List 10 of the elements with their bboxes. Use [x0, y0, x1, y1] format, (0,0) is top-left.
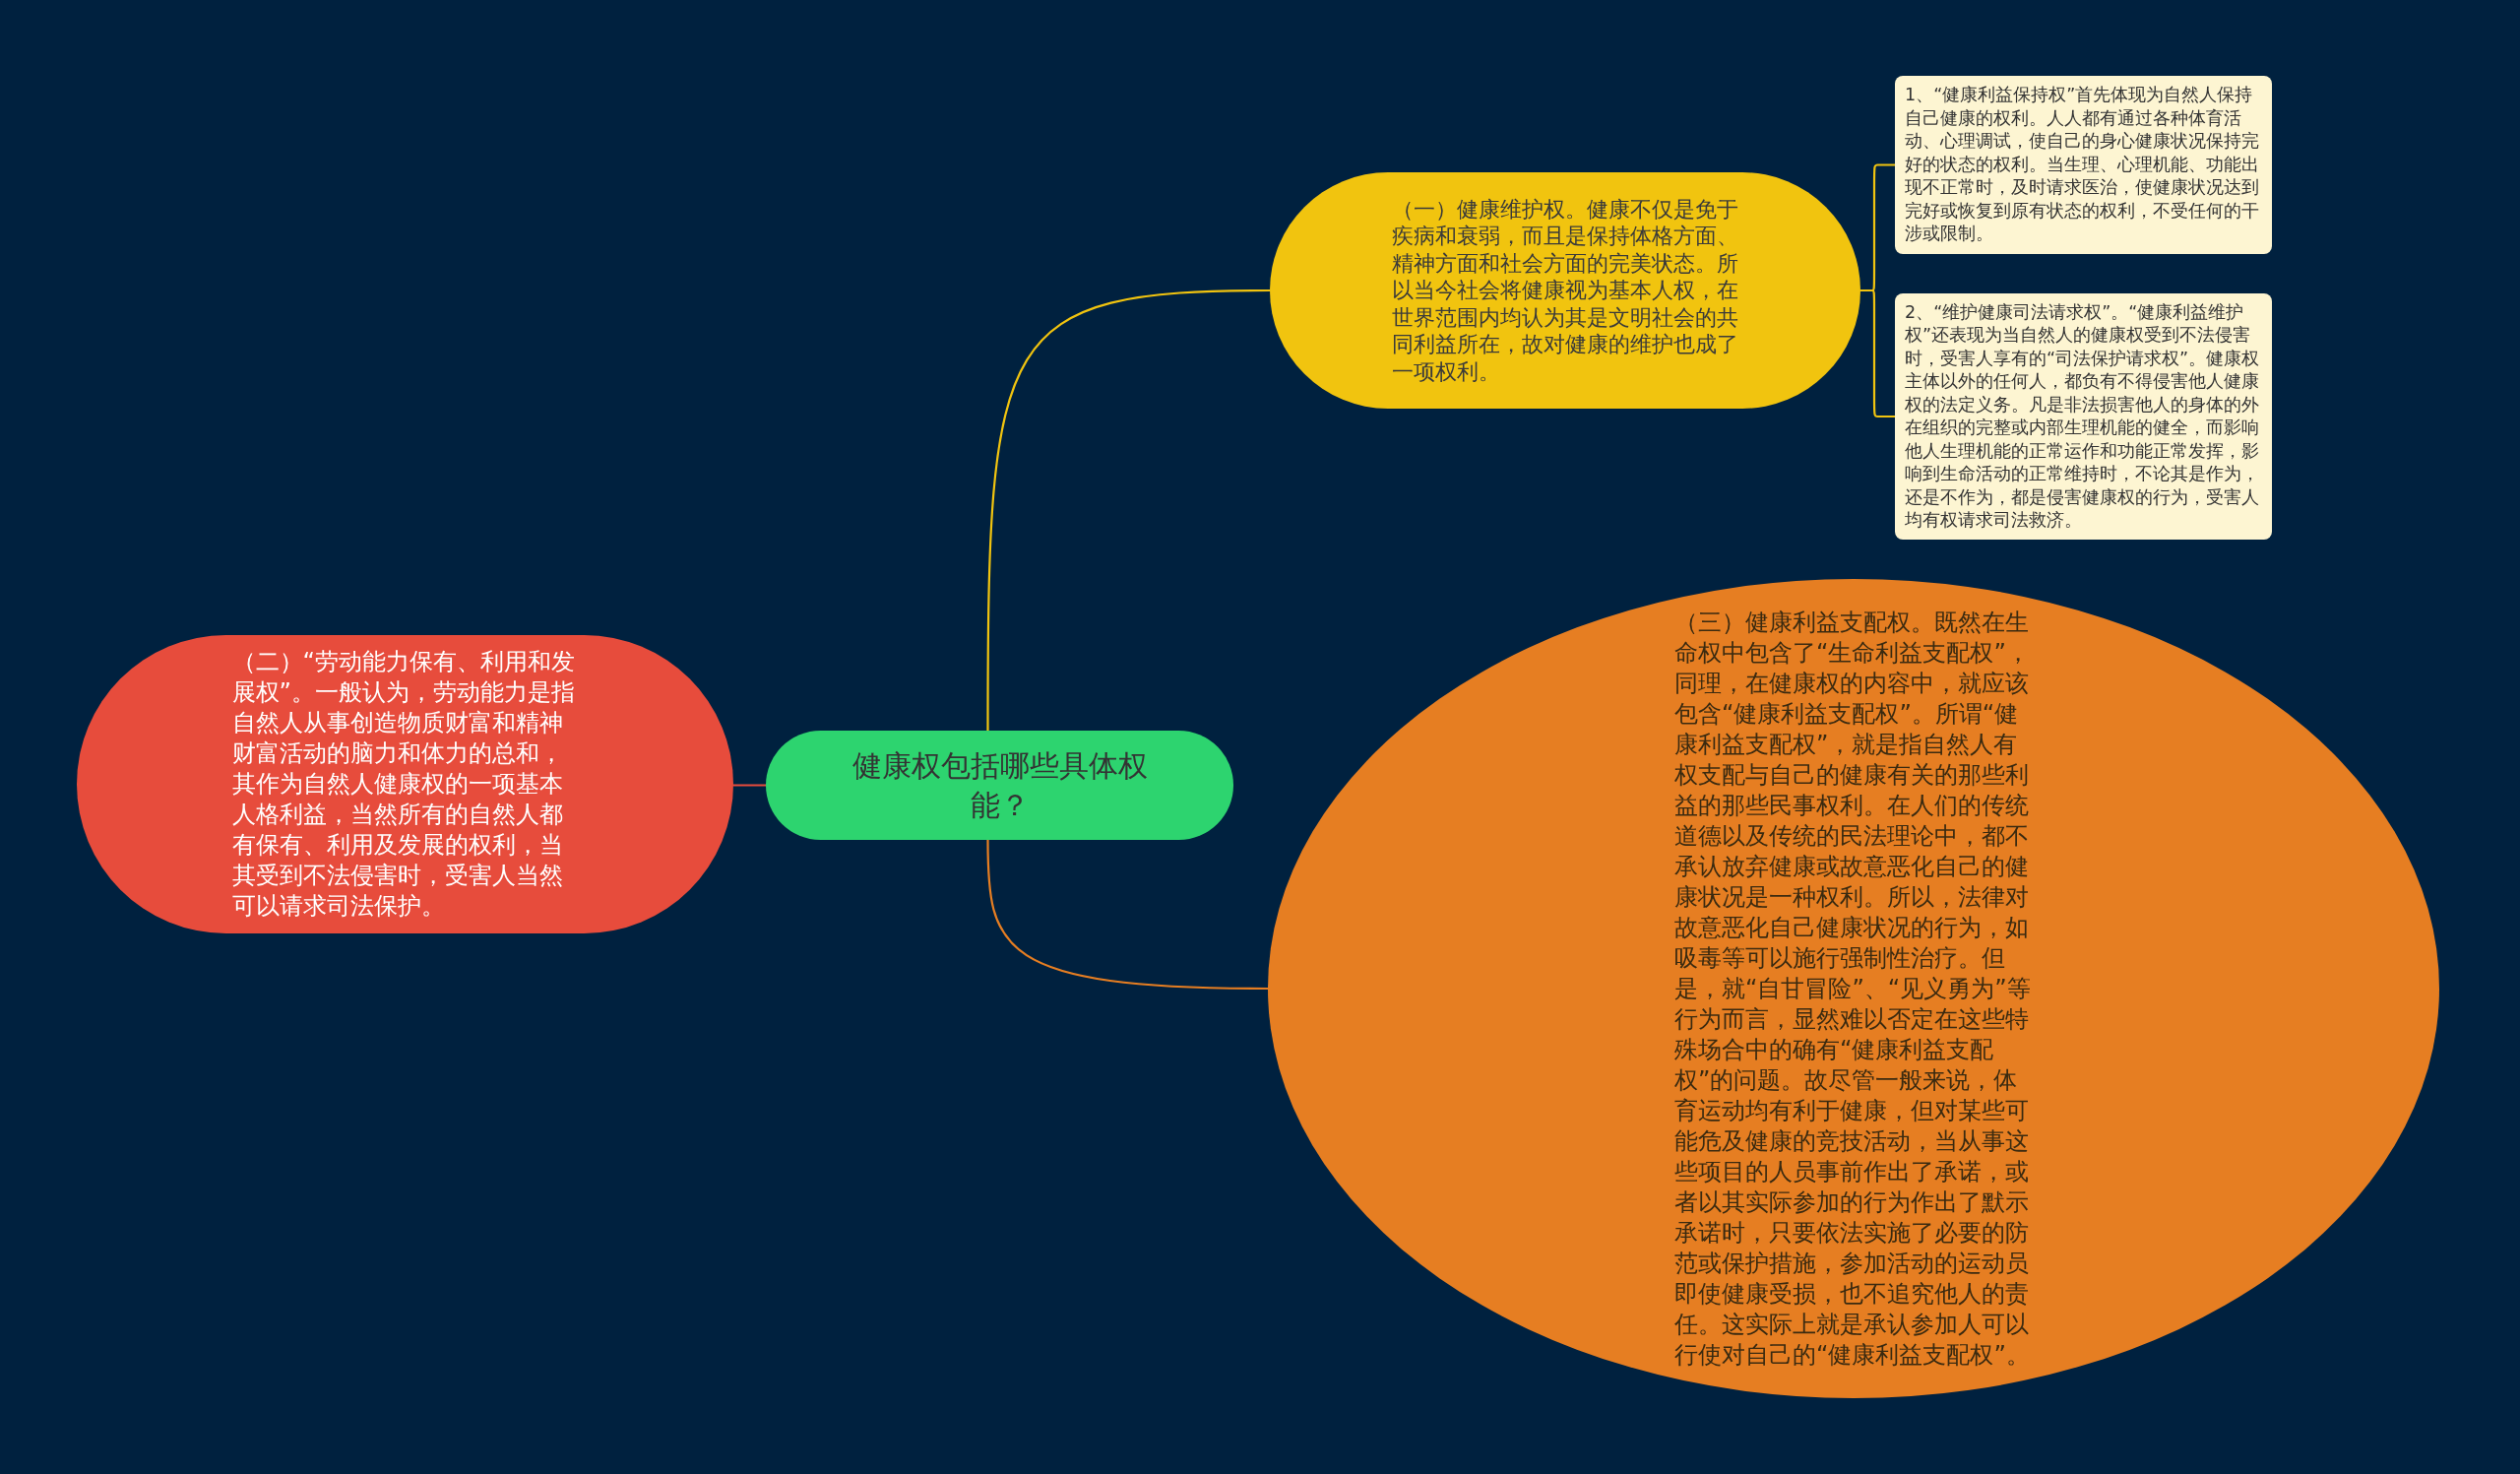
- node-text: 健康权包括哪些具体权能？: [850, 746, 1149, 824]
- node-text: （三）健康利益支配权。既然在生命权中包含了“生命利益支配权”，同理，在健康权的内容中，就应该包含“健康利益支配权”。所谓“健康利益支配权”，就是指自然人有权支配与自己的健康有关的那些利益的那些民事权利。在人们的传统道德以及传统的民法理论中，都不承认放弃健康或故意恶化自己的健康状况是一种权利。所以，法律对故意恶化自己健康状况的行为，如吸毒等可以施行强制性治疗。但是，就“自甘冒险”、“见义勇为”等行为而言，显然难以否定在这些特殊场合中的确有“健康利益支配权”的问题。故尽管一般来说，体育运动均有利于健康，但对某些可能危及健康的竞技活动，当从事这些项目的人员事前作出了承诺，或者以其实际参加的行为作出了默示承诺时，只要依法实施了必要的防范或保护措施，参加活动的运动员即使健康受损，也不追究他人的责任。这实际上就是承认参加人可以行使对自己的“健康利益支配权”。: [1674, 607, 2032, 1371]
- connector-line: [1860, 288, 1895, 418]
- connector-line: [986, 840, 1268, 991]
- connector-line: [986, 288, 1270, 731]
- connector-line: [733, 784, 766, 787]
- node-text: 2、“维护健康司法请求权”。“健康利益维护权”还表现为当自然人的健康权受到不法侵害时，受害人享有的“司法保护请求权”。健康权主体以外的任何人，都负有不得侵害他人健康权的法定义务。凡是非法损害他人的身体的外在组织的完整或内部生理机能的健全，而影响他人生理机能的正常运作和功能正常发挥，影响到生命活动的正常维持时，不论其是作为，还是不作为，都是侵害健康权的行为，受害人均有权请求司法救济。: [1905, 300, 2261, 532]
- node-text: （一）健康维护权。健康不仅是免于疾病和衰弱，而且是保持体格方面、精神方面和社会方面的完美状态。所以当今社会将健康视为基本人权，在世界范围内均认为其是文明社会的共同利益所在，故对健康的维护也成了一项权利。: [1392, 195, 1738, 386]
- node-text: 1、“健康利益保持权”首先体现为自然人保持自己健康的权利。人人都有通过各种体育活动、心理调试，使自己的身心健康状况保持完好的状态的权利。当生理、心理机能、功能出现不正常时，及时请求医治，使健康状况达到完好或恢复到原有状态的权利，不受任何的干涉或限制。: [1905, 84, 2260, 246]
- node-text: （二）“劳动能力保有、利用和发展权”。一般认为，劳动能力是指自然人从事创造物质财富和精神财富活动的脑力和体力的总和，其作为自然人健康权的一项基本人格利益，当然所有的自然人都有保有、利用及发展的权利，当其受到不法侵害时，受害人当然可以请求司法保护。: [231, 647, 576, 922]
